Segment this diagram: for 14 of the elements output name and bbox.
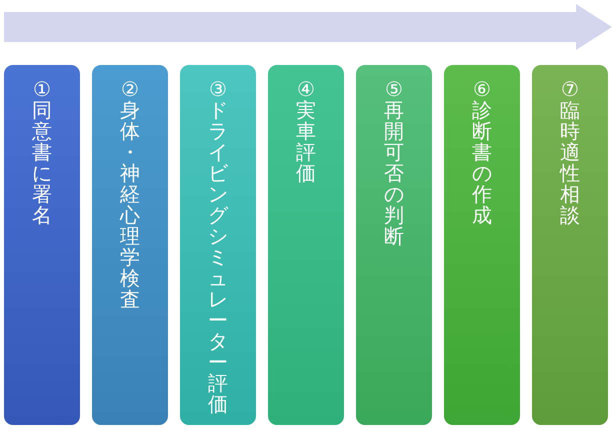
process-box xyxy=(4,65,80,425)
step-label: ②身体・神経心理学検査 xyxy=(119,79,141,310)
process-box xyxy=(532,65,608,425)
step-label: ⑦臨時適性相談 xyxy=(559,79,581,226)
process-box xyxy=(268,65,344,425)
process-box xyxy=(444,65,520,425)
step-label: ③ドライビングシミュレーター評価 xyxy=(207,79,229,415)
process-box xyxy=(92,65,168,425)
step-label: ①同意書に署名 xyxy=(31,79,53,226)
process-box xyxy=(356,65,432,425)
process-box xyxy=(180,65,256,425)
step-label: ④実車評価 xyxy=(295,79,317,184)
step-label: ⑥診断書の作成 xyxy=(471,79,493,226)
step-label: ⑤再開可否の判断 xyxy=(383,79,405,247)
